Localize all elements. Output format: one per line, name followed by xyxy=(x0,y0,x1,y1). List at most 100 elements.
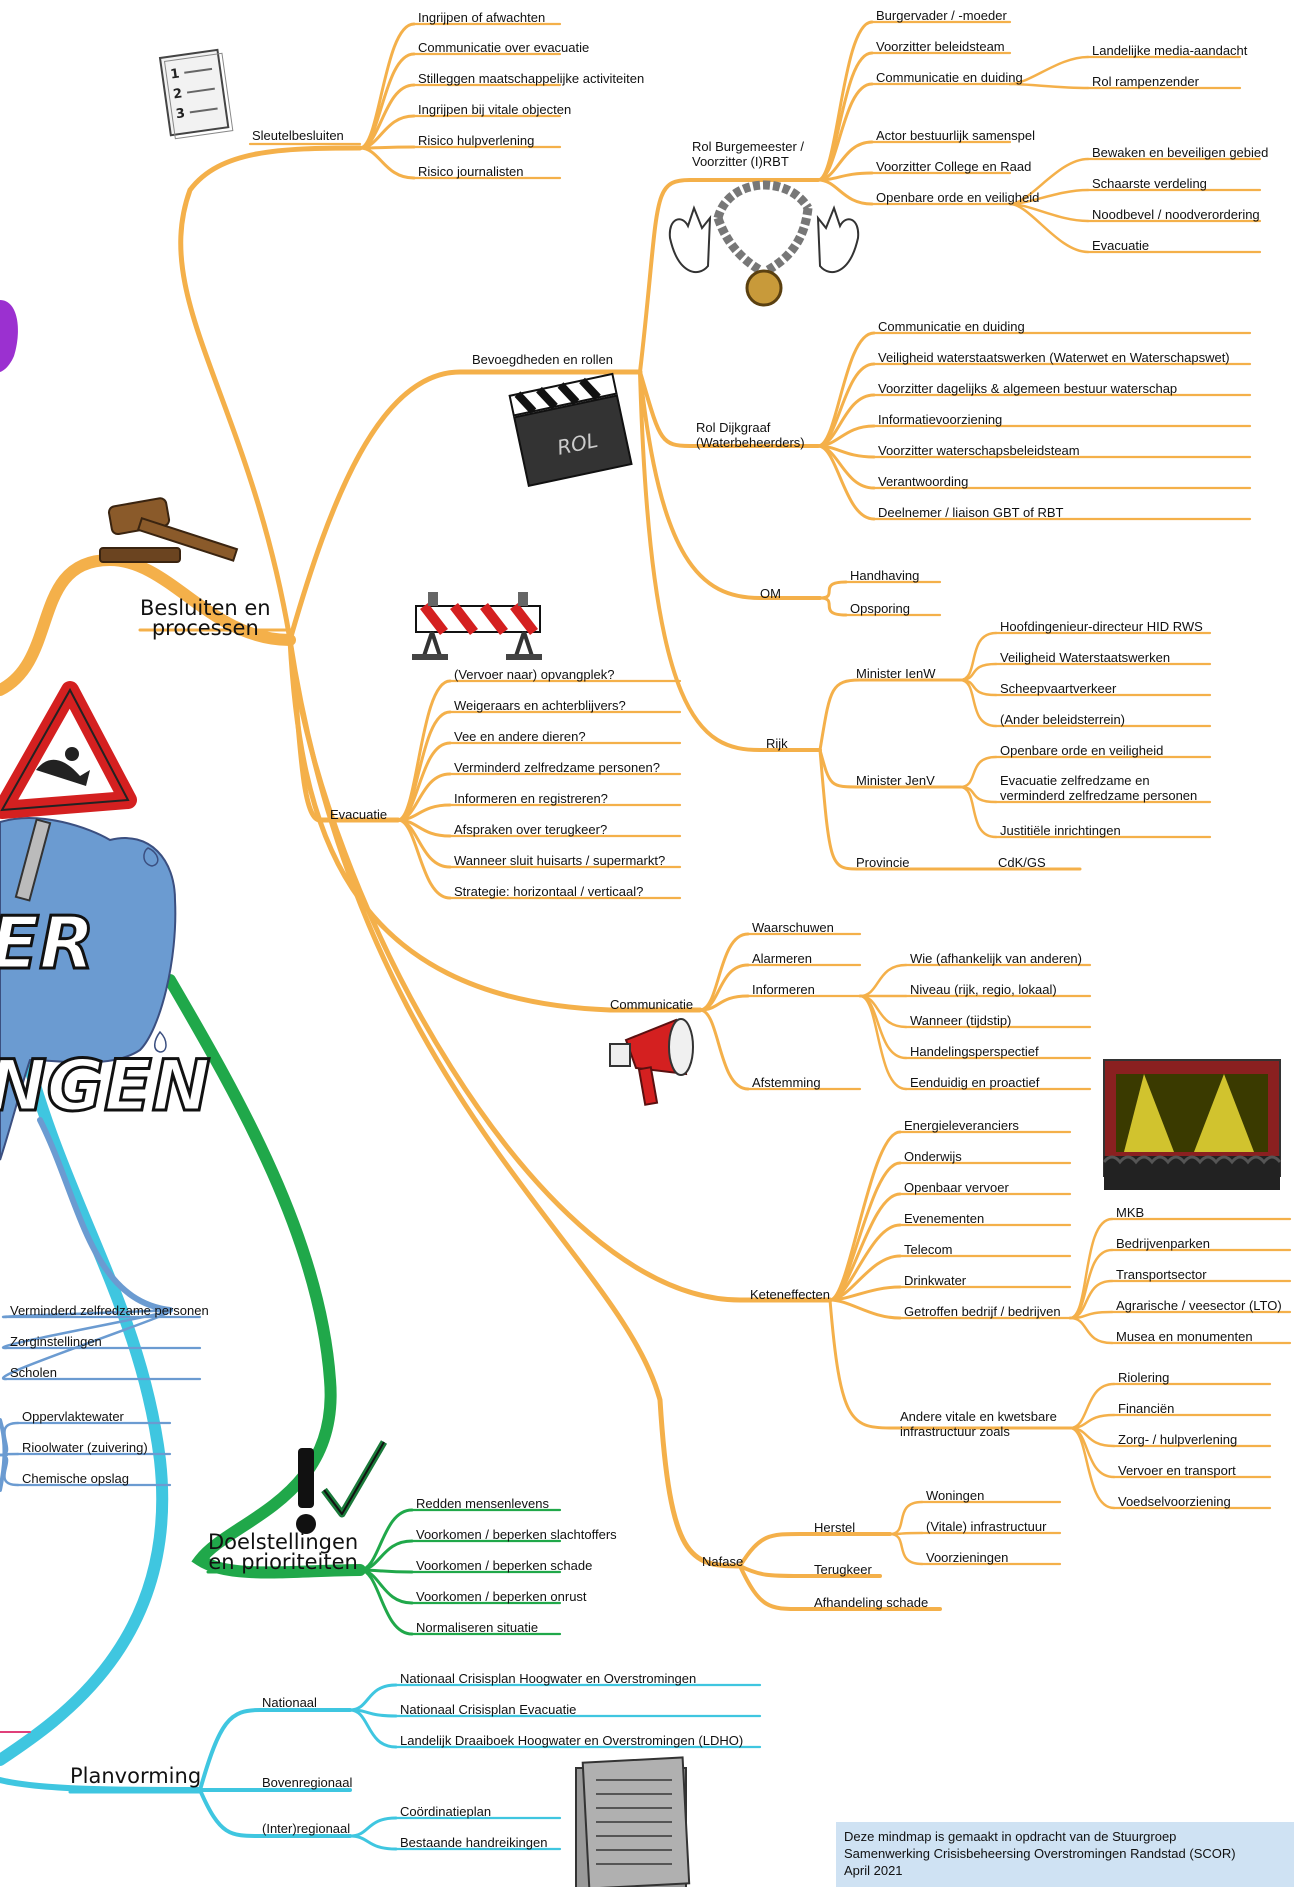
nationaal-item: Nationaal Crisisplan Hoogwater en Overst… xyxy=(400,1671,697,1686)
branch-sleutelbesluiten xyxy=(178,145,363,643)
interregionaal-branch xyxy=(348,1834,398,1851)
ienw-branch xyxy=(958,678,998,728)
mayor-chain-icon xyxy=(668,180,860,307)
doel-branch xyxy=(358,1508,414,1572)
doel-item: Voorkomen / beperken schade xyxy=(416,1558,593,1573)
interregionaal-item: Coördinatieplan xyxy=(400,1804,492,1819)
left-item: Verminderd zelfredzame personen xyxy=(10,1303,209,1318)
dijkgraaf-item: Deelnemer / liaison GBT of RBT xyxy=(878,505,1064,520)
doel-item: Voorkomen / beperken slachtoffers xyxy=(416,1527,617,1542)
keten-branch xyxy=(828,1298,902,1320)
left-item: Zorginstellingen xyxy=(10,1334,102,1349)
branch-terugkeer xyxy=(738,1564,882,1578)
dijkgraaf-branch xyxy=(816,331,876,448)
burgemeester-branch xyxy=(816,178,874,206)
branch-dijkgraaf xyxy=(638,370,820,448)
dijkgraaf-item: Veiligheid waterstaatswerken (Waterwet e… xyxy=(878,350,1230,365)
openbare-orde-sub-branch xyxy=(1008,202,1090,223)
water-drop xyxy=(143,847,159,867)
left-group1-branch xyxy=(1,1308,173,1381)
herstel-item: Woningen xyxy=(926,1488,985,1503)
note-line-1: Deze mindmap is gemaakt in opdracht van … xyxy=(844,1829,1177,1844)
vitaal-branch xyxy=(1068,1426,1116,1479)
nationaal-item: Nationaal Crisisplan Evacuatie xyxy=(400,1702,577,1717)
om-branch xyxy=(818,596,848,617)
ketenitem: Evenementen xyxy=(904,1211,985,1226)
openbare-orde-sub-item: Schaarste verdeling xyxy=(1092,176,1207,191)
vitaal-item: Financiën xyxy=(1118,1401,1175,1416)
openbare-orde-sub-branch xyxy=(1008,202,1090,254)
branch-jenv xyxy=(818,748,962,789)
branch-title-besluiten: Besluiten en processen xyxy=(140,596,271,640)
communicatie-item: Afstemming xyxy=(752,1075,821,1090)
central-illustration: ER NGEN xyxy=(0,300,212,1161)
bedrijf-sub-item: Bedrijvenparken xyxy=(1116,1236,1210,1251)
exclamation-check-icon xyxy=(296,1440,388,1534)
branch-title-doelstellingen: Doelstellingen en prioriteiten xyxy=(208,1530,359,1574)
svg-text:1: 1 xyxy=(169,67,180,83)
burgemeester-item: Burgervader / -moeder xyxy=(876,8,1007,23)
sleutel-item: Communicatie over evacuatie xyxy=(418,40,590,55)
note-line-3: April 2021 xyxy=(844,1863,903,1878)
communicatie-sub-item: Rol rampenzender xyxy=(1092,74,1199,89)
openbare-orde-sub-item: Noodbevel / noodverordering xyxy=(1092,207,1260,222)
burgemeester-item: Voorzitter beleidsteam xyxy=(876,39,1005,54)
herstel-label: Herstel xyxy=(814,1520,856,1535)
informeren-sub-item: Niveau (rijk, regio, lokaal) xyxy=(910,982,1057,997)
ienw-item: Veiligheid Waterstaatswerken xyxy=(1000,650,1171,665)
vitaal-item: Vervoer en transport xyxy=(1118,1463,1236,1478)
vitaal-item: Riolering xyxy=(1118,1370,1170,1385)
svg-text:2: 2 xyxy=(172,86,183,102)
informeren-sub-item: Wie (afhankelijk van anderen) xyxy=(910,951,1082,966)
ienw-label: Minister IenW xyxy=(856,666,936,681)
vitaal-branch xyxy=(1068,1426,1116,1510)
informeren-sub-item: Eenduidig en proactief xyxy=(910,1075,1040,1090)
concert-stage-icon xyxy=(1102,1059,1282,1190)
communicatie-branch xyxy=(698,932,750,1012)
left-group2-branch xyxy=(0,1453,20,1487)
dijkgraaf-item: Verantwoording xyxy=(878,474,969,489)
burgemeester-item: Communicatie en duiding xyxy=(876,70,1023,85)
keteneffecten-label: Keteneffecten xyxy=(750,1287,830,1302)
burgemeester-item: Actor bestuurlijk samenspel xyxy=(876,128,1035,143)
left-item: Chemische opslag xyxy=(22,1471,129,1486)
bevoegdheden-label: Bevoegdheden en rollen xyxy=(472,352,613,367)
dijkgraaf-branch xyxy=(816,444,876,521)
svg-text:3: 3 xyxy=(175,106,186,122)
om-branch xyxy=(818,580,848,600)
water-cloud xyxy=(0,817,177,1161)
evacuatie-label: Evacuatie xyxy=(330,807,388,822)
sleutel-item: Stilleggen maatschappelijke activiteiten xyxy=(418,71,645,86)
provincie-label: Provincie xyxy=(856,855,910,870)
vitaal-item: Voedselvoorziening xyxy=(1118,1494,1231,1509)
ketenitem: Drinkwater xyxy=(904,1273,967,1288)
ketenitem: Energieleveranciers xyxy=(904,1118,1019,1133)
interregionaal-item: Bestaande handreikingen xyxy=(400,1835,548,1850)
trunk-planvorming-tail xyxy=(0,1777,203,1793)
bedrijf-sub-branch xyxy=(1068,1248,1114,1320)
vitaal-label: Andere vitale en kwetsbare infrastructuu… xyxy=(900,1409,1057,1439)
branch-interregionaal xyxy=(198,1788,352,1838)
informeren-sub-branch xyxy=(858,994,908,1091)
nationaal-branch xyxy=(348,1708,398,1749)
nationaal-item: Landelijk Draaiboek Hoogwater en Overstr… xyxy=(400,1733,744,1748)
keten-branch xyxy=(828,1161,902,1302)
vitaal-branch xyxy=(1068,1382,1116,1430)
communicatie-item: Waarschuwen xyxy=(752,920,834,935)
branch-ienw xyxy=(818,678,962,752)
burgemeester-label: Rol Burgemeester / Voorzitter (I)RBT xyxy=(692,139,804,169)
bedrijf-sub-item: Agrarische / veesector (LTO) xyxy=(1116,1298,1282,1313)
ketenitem: Onderwijs xyxy=(904,1149,962,1164)
dijkgraaf-item: Informatievoorziening xyxy=(878,412,1003,427)
jenv-item: Openbare orde en veiligheid xyxy=(1000,743,1164,758)
ketenitem: Getroffen bedrijf / bedrijven xyxy=(904,1304,1061,1319)
ketenitem: Openbaar vervoer xyxy=(904,1180,1009,1195)
left-item: Rioolwater (zuivering) xyxy=(22,1440,148,1455)
communicatie-item: Informeren xyxy=(752,982,815,997)
branch-nationaal xyxy=(198,1708,352,1792)
branch-rijk xyxy=(638,370,822,752)
nationaal-branch xyxy=(348,1683,398,1712)
bedrijf-sub-item: Transportsector xyxy=(1116,1267,1207,1282)
herstel-item: Voorzieningen xyxy=(926,1550,1009,1565)
